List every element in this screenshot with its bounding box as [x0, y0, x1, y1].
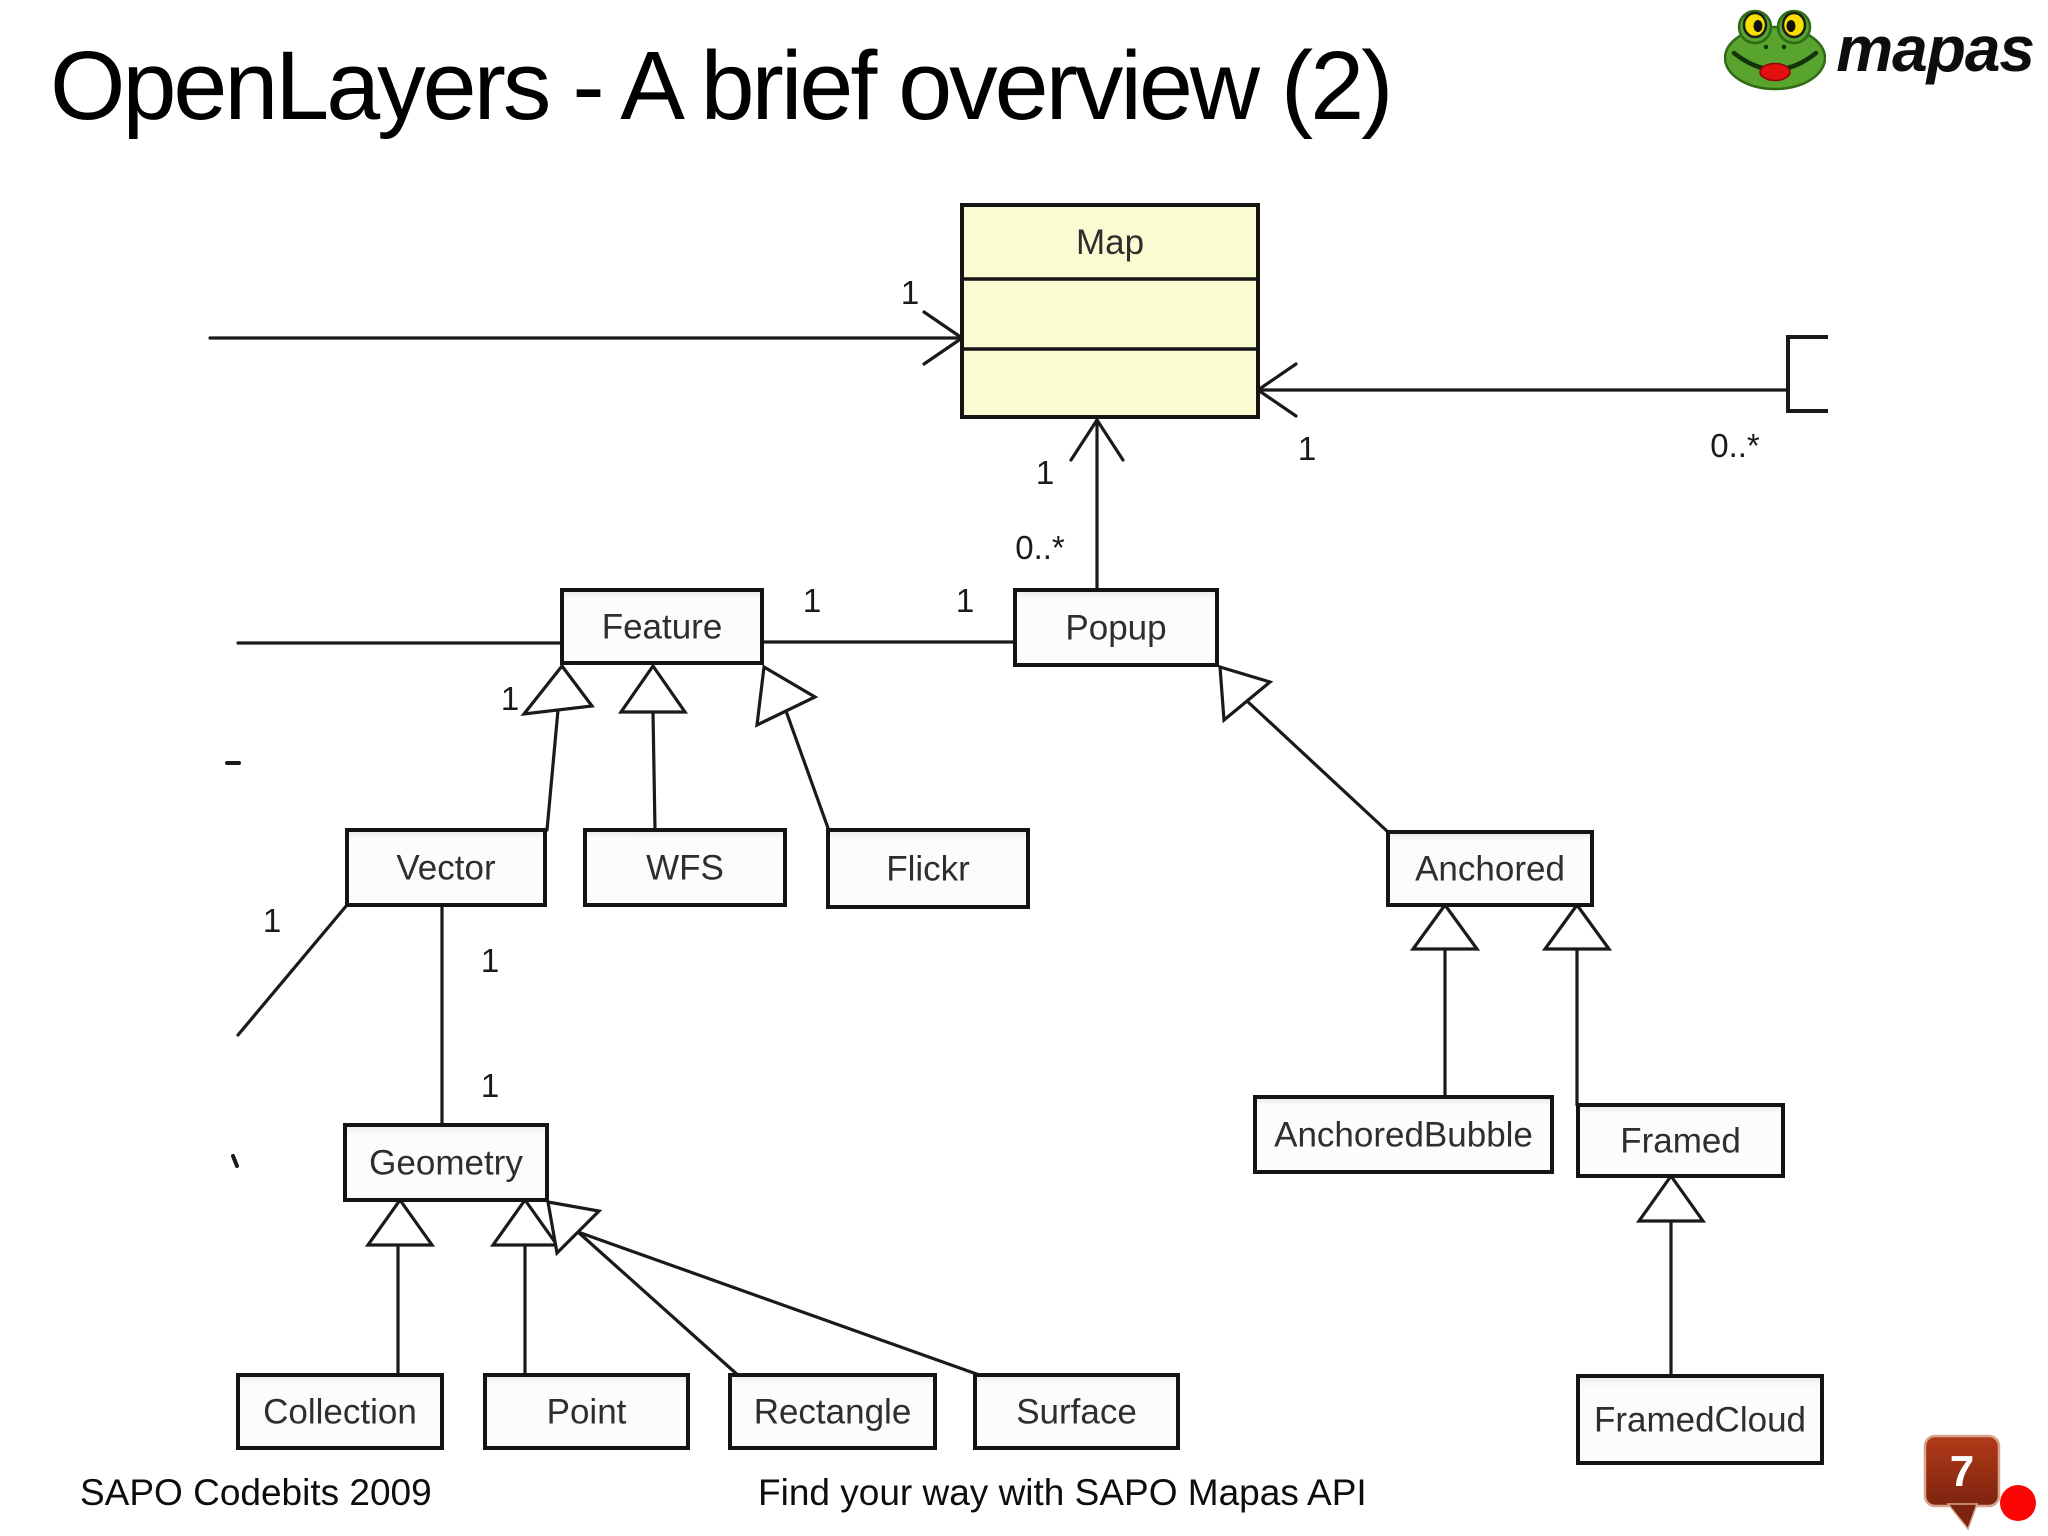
class-box-framedcloud: FramedCloud: [1576, 1374, 1824, 1465]
class-box-surface: Surface: [973, 1373, 1180, 1450]
gen-triangle-anchoredbubble-anchored: [1409, 902, 1481, 951]
class-box-framed: Framed: [1576, 1103, 1785, 1178]
multiplicity-label: 1: [901, 274, 919, 311]
multiplicity-label: 0..*: [1015, 529, 1065, 566]
arrowhead-stroke: [1256, 362, 1298, 392]
class-box-geometry: Geometry: [343, 1123, 549, 1202]
generalization-line: [1245, 699, 1390, 834]
class-box-rect-geometry: [343, 1123, 549, 1202]
badge-tail: [1946, 1503, 1979, 1531]
class-box-rect-framedcloud: [1576, 1374, 1824, 1465]
generalization-line: [576, 1230, 987, 1379]
arrowhead-stroke: [922, 336, 964, 366]
class-box-rect-map: [960, 203, 1260, 419]
gen-triangle-framedcloud-framed: [1635, 1173, 1707, 1223]
class-box-rectangle: Rectangle: [728, 1373, 937, 1450]
frog-icon: [1724, 9, 1827, 91]
page-title: OpenLayers - A brief overview (2): [50, 31, 1393, 140]
gen-triangle-wfs-feature: [617, 663, 689, 714]
class-name-popup: Popup: [1065, 609, 1166, 648]
class-name-map: Map: [1076, 223, 1144, 262]
multiplicity-label: 1: [1036, 454, 1054, 491]
generalization-line: [576, 1230, 742, 1379]
footer-event: SAPO Codebits 2009: [80, 1472, 432, 1513]
class-name-anchoredbubble: AnchoredBubble: [1274, 1116, 1533, 1155]
uml-multiplicity-labels: 1 1 0..* 1 0..* 1 1 1 1 1 1: [263, 274, 1760, 1104]
class-box-rect-anchored: [1386, 830, 1594, 907]
class-box-map: Map: [960, 203, 1260, 419]
class-box-point: Point: [483, 1373, 690, 1450]
class-box-rect-flickr: [826, 828, 1030, 909]
class-name-anchored: Anchored: [1415, 850, 1565, 889]
footer-tagline: Find your way with SAPO Mapas API: [758, 1472, 1367, 1513]
mark-line: [231, 1154, 239, 1168]
class-box-rect-vector: [345, 828, 547, 907]
gen-triangle-flickr-feature: [755, 664, 819, 728]
multiplicity-label: 1: [481, 942, 499, 979]
uml-generalization-triangles: [364, 663, 1707, 1257]
gen-triangle-framed-anchored: [1541, 902, 1613, 951]
class-box-rect-rectangle: [728, 1373, 937, 1450]
class-name-framedcloud: FramedCloud: [1594, 1401, 1806, 1440]
generalization-line: [784, 709, 830, 830]
class-box-rect-wfs: [583, 828, 787, 907]
page-number: 7: [1950, 1447, 1974, 1496]
class-box-rect-surface: [973, 1373, 1180, 1450]
gen-triangle-collection-geometry: [364, 1197, 436, 1247]
association-line: [236, 903, 349, 1037]
class-box-rect-point: [483, 1373, 690, 1450]
brand-name: mapas: [1836, 13, 2035, 85]
class-box-anchored: Anchored: [1386, 830, 1594, 907]
arrowhead-stroke: [922, 310, 964, 340]
gen-triangle-rect-surface-geometry: [546, 1200, 603, 1257]
red-dot: [2000, 1485, 2036, 1521]
class-name-geometry: Geometry: [369, 1144, 523, 1183]
page-number-badge: 7: [1923, 1434, 2036, 1531]
multiplicity-label: 1: [1298, 430, 1316, 467]
clipped-class-box: [1786, 335, 1828, 413]
gen-triangle-vector-feature: [520, 663, 595, 717]
class-box-rect-popup: [1013, 588, 1219, 667]
arrowhead-stroke: [1095, 418, 1125, 462]
class-box-feature: Feature: [560, 588, 764, 665]
multiplicity-label: 1: [956, 582, 974, 619]
gen-triangle-point-geometry: [489, 1197, 561, 1247]
class-name-collection: Collection: [263, 1393, 417, 1432]
class-box-rect-framed: [1576, 1103, 1785, 1178]
multiplicity-label: 1: [803, 582, 821, 619]
class-box-flickr: Flickr: [826, 828, 1030, 909]
arrowhead-stroke: [1256, 388, 1298, 418]
multiplicity-label: 1: [481, 1067, 499, 1104]
class-box-anchoredbubble: AnchoredBubble: [1253, 1095, 1554, 1174]
class-name-framed: Framed: [1620, 1122, 1741, 1161]
uml-edges: [208, 310, 1828, 1379]
class-name-wfs: WFS: [646, 849, 724, 888]
generalization-line: [651, 710, 657, 832]
arrowhead-stroke: [1069, 418, 1099, 462]
class-name-flickr: Flickr: [886, 850, 970, 889]
class-box-rect-collection: [236, 1373, 444, 1450]
class-name-feature: Feature: [602, 608, 723, 647]
class-box-wfs: WFS: [583, 828, 787, 907]
class-box-rect-anchoredbubble: [1253, 1095, 1554, 1174]
class-box-collection: Collection: [236, 1373, 444, 1450]
class-name-surface: Surface: [1016, 1393, 1137, 1432]
class-box-popup: Popup: [1013, 588, 1219, 667]
class-name-rectangle: Rectangle: [754, 1393, 912, 1432]
multiplicity-label: 1: [263, 902, 281, 939]
class-name-point: Point: [547, 1393, 627, 1432]
multiplicity-label: 0..*: [1710, 427, 1760, 464]
class-name-vector: Vector: [396, 849, 496, 888]
class-box-rect-feature: [560, 588, 764, 665]
class-box-vector: Vector: [345, 828, 547, 907]
gen-triangle-anchored-popup: [1218, 664, 1274, 724]
brand-logo: mapas: [1724, 6, 2035, 92]
multiplicity-label: 1: [501, 680, 519, 717]
generalization-line: [545, 708, 560, 832]
